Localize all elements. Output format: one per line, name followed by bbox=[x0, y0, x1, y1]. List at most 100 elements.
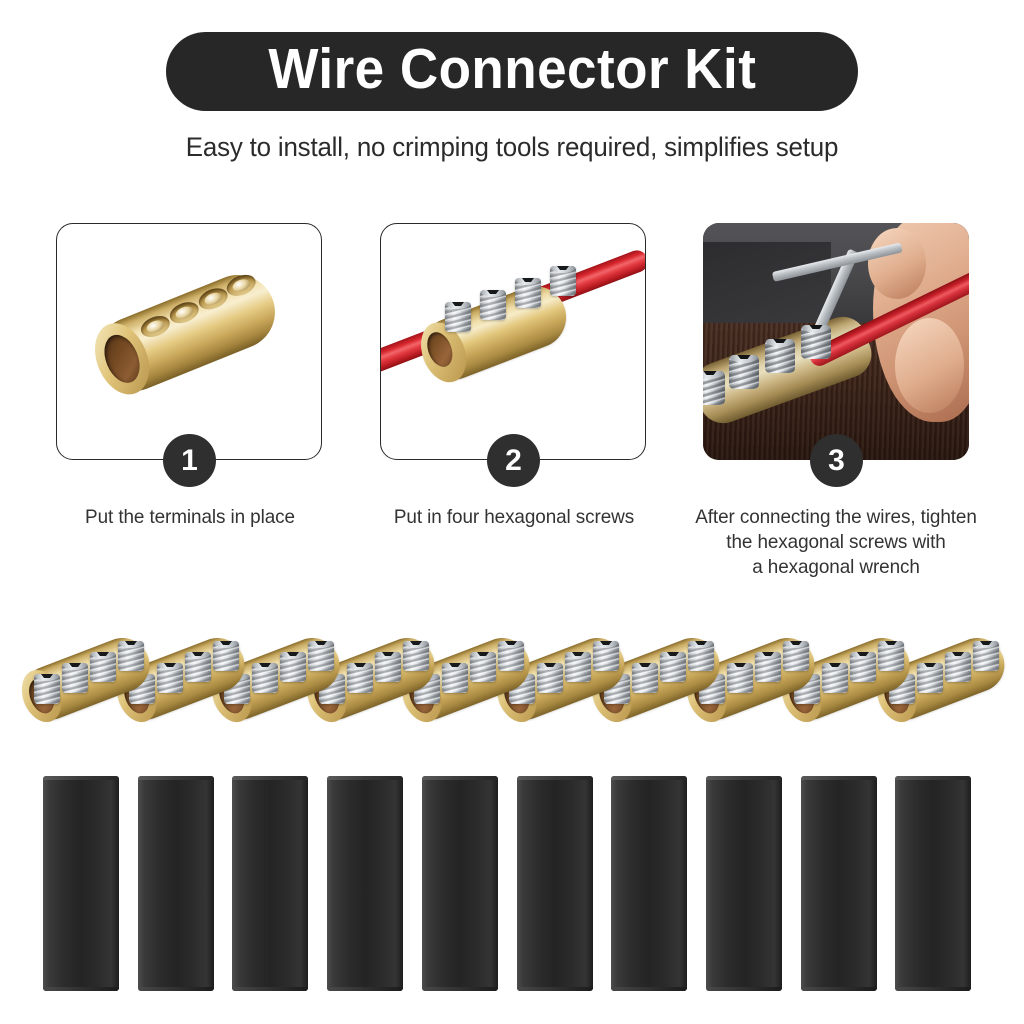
photo-hex-socket bbox=[801, 325, 831, 333]
heat-shrink-tube-item bbox=[232, 776, 309, 991]
hex-socket-icon bbox=[480, 290, 506, 297]
hex-socket-icon bbox=[470, 652, 496, 659]
step-caption-3-line-1: After connecting the wires, tighten bbox=[695, 506, 977, 528]
hex-socket-icon bbox=[945, 652, 971, 659]
photo-hex-screw bbox=[729, 355, 759, 389]
hex-screw-icon bbox=[515, 278, 541, 308]
hex-screw-icon bbox=[755, 652, 781, 682]
step-3-photo bbox=[703, 223, 969, 460]
step-caption-2: Put in four hexagonal screws bbox=[393, 506, 635, 528]
hex-socket-icon bbox=[442, 663, 468, 670]
step-panel-1 bbox=[56, 223, 322, 460]
subtitle: Easy to install, no crimping tools requi… bbox=[185, 132, 839, 162]
photo-finger bbox=[894, 317, 964, 413]
heat-shrink-tube-item bbox=[611, 776, 688, 991]
heat-shrink-tube-item bbox=[327, 776, 404, 991]
heat-shrink-tube-item bbox=[43, 776, 119, 991]
heat-shrink-tube-item bbox=[895, 776, 972, 991]
hex-screw-icon bbox=[442, 663, 468, 693]
heat-shrink-tube-row bbox=[0, 776, 1024, 991]
hex-screw-icon bbox=[727, 663, 753, 693]
hex-socket-icon bbox=[90, 652, 116, 659]
hex-socket-icon bbox=[850, 652, 876, 659]
hex-screw-icon bbox=[480, 290, 506, 320]
heat-shrink-tube-item bbox=[705, 776, 782, 991]
heat-shrink-tube-item bbox=[800, 776, 877, 991]
step-panel-3 bbox=[703, 223, 969, 460]
hex-socket-icon bbox=[688, 641, 714, 648]
title-pill: Wire Connector Kit bbox=[166, 32, 858, 111]
brass-connector-item bbox=[582, 600, 732, 750]
brass-connector-item bbox=[12, 600, 162, 750]
hex-socket-icon bbox=[445, 302, 471, 309]
hex-screw-icon bbox=[375, 652, 401, 682]
hex-screw-icon bbox=[118, 641, 144, 671]
hex-socket-icon bbox=[727, 663, 753, 670]
hex-screw-icon bbox=[850, 652, 876, 682]
photo-hex-screw bbox=[703, 371, 725, 405]
step-caption-1: Put the terminals in place bbox=[85, 506, 295, 528]
hex-socket-icon bbox=[550, 266, 576, 273]
hex-screw-icon bbox=[783, 641, 809, 671]
hex-screw-icon bbox=[565, 652, 591, 682]
photo-finger bbox=[867, 227, 927, 299]
hex-socket-icon bbox=[537, 663, 563, 670]
hex-screw-icon bbox=[945, 652, 971, 682]
hex-screw-icon bbox=[470, 652, 496, 682]
hex-socket-icon bbox=[498, 641, 524, 648]
screw-hole-icon bbox=[195, 284, 231, 314]
step-badge-3: 3 bbox=[810, 434, 863, 487]
hex-socket-icon bbox=[783, 641, 809, 648]
hex-screw-icon bbox=[62, 663, 88, 693]
hex-socket-icon bbox=[515, 278, 541, 285]
step-caption-3-line-2: the hexagonal screws with bbox=[726, 531, 946, 553]
step-badge-1: 1 bbox=[163, 434, 216, 487]
photo-background-shadow bbox=[703, 241, 831, 328]
hex-socket-icon bbox=[308, 641, 334, 648]
hex-socket-icon bbox=[213, 641, 239, 648]
photo-hex-screw bbox=[801, 325, 831, 359]
step-badge-2: 2 bbox=[487, 434, 540, 487]
hex-socket-icon bbox=[403, 641, 429, 648]
hex-screw-icon bbox=[917, 663, 943, 693]
heat-shrink-tube-item bbox=[421, 776, 498, 991]
hex-screw-icon bbox=[537, 663, 563, 693]
hex-socket-icon bbox=[565, 652, 591, 659]
hex-screw-icon bbox=[185, 652, 211, 682]
step-1-illustration bbox=[57, 224, 321, 459]
hex-socket-icon bbox=[917, 663, 943, 670]
hex-screw-icon bbox=[878, 641, 904, 671]
hex-socket-icon bbox=[632, 663, 658, 670]
hex-socket-icon bbox=[157, 663, 183, 670]
hex-socket-icon bbox=[593, 641, 619, 648]
photo-hex-socket bbox=[729, 355, 759, 363]
hex-socket-icon bbox=[347, 663, 373, 670]
hex-socket-icon bbox=[755, 652, 781, 659]
hex-socket-icon bbox=[280, 652, 306, 659]
hex-screw-icon bbox=[632, 663, 658, 693]
hex-screw-icon bbox=[445, 302, 471, 332]
screw-hole-icon bbox=[137, 312, 173, 341]
hex-socket-icon bbox=[973, 641, 999, 648]
brass-connector-icon bbox=[84, 263, 287, 403]
hex-screw-icon bbox=[688, 641, 714, 671]
hex-screw-icon bbox=[252, 663, 278, 693]
hex-screw-icon bbox=[308, 641, 334, 671]
screw-hole-icon bbox=[223, 270, 259, 300]
photo-hex-screw bbox=[765, 339, 795, 373]
hex-screw-icon bbox=[213, 641, 239, 671]
hex-screw-icon bbox=[822, 663, 848, 693]
hex-socket-icon bbox=[660, 652, 686, 659]
step-caption-3: After connecting the wires, tighten the … bbox=[673, 505, 999, 580]
hex-socket-icon bbox=[252, 663, 278, 670]
brass-connector-row bbox=[0, 600, 1024, 765]
hex-screw-icon bbox=[403, 641, 429, 671]
step-caption-3-line-3: a hexagonal wrench bbox=[752, 556, 920, 578]
hex-socket-icon bbox=[375, 652, 401, 659]
hex-socket-icon bbox=[62, 663, 88, 670]
hex-screw-icon bbox=[973, 641, 999, 671]
hex-socket-icon bbox=[34, 674, 60, 681]
heat-shrink-tube-item bbox=[137, 776, 214, 991]
